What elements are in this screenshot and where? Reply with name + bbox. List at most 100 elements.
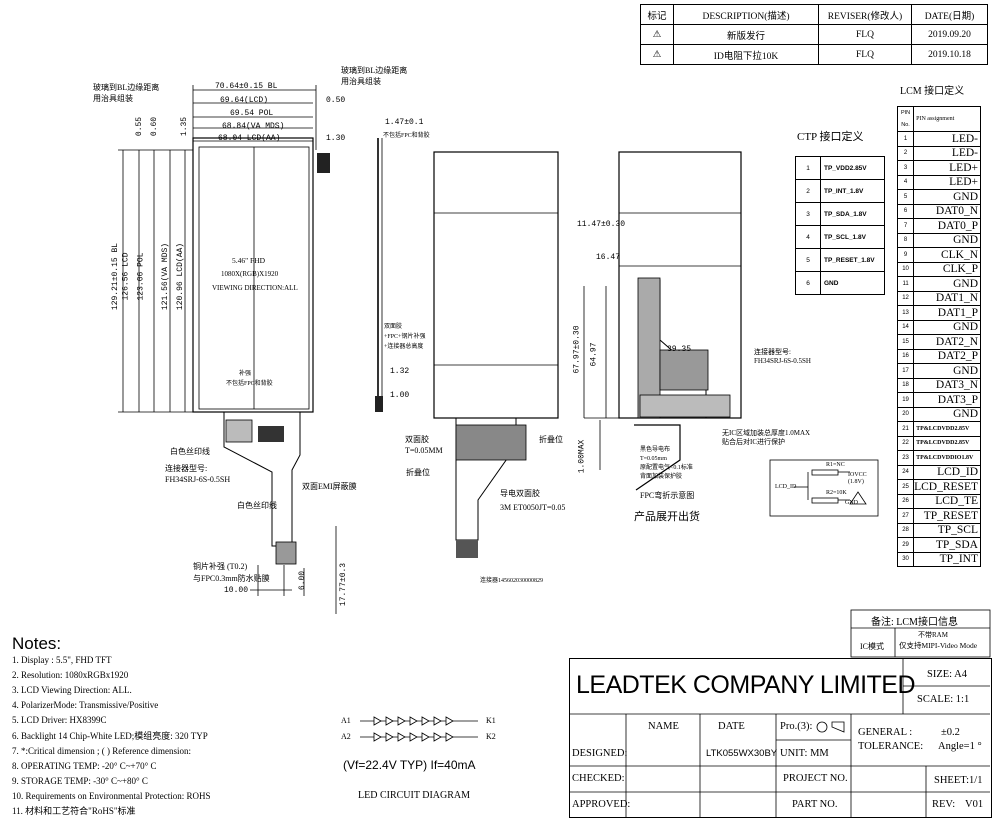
general-value: ±0.2: [941, 727, 960, 738]
led-a1: A1: [341, 716, 351, 725]
pin-signal: DAT0_N: [913, 203, 981, 219]
dim-100: 1.00: [390, 391, 410, 400]
pin-signal: LED+: [913, 160, 981, 176]
pin-signal: DAT3_N: [913, 377, 981, 393]
rev-row-date: 2019.10.18: [911, 44, 988, 65]
pin-number: 1: [896, 131, 915, 147]
dim-bl-width: 70.64±0.15 BL: [215, 82, 278, 91]
id-r1: R1=NC: [826, 462, 845, 468]
pin-number: 26: [896, 493, 915, 509]
pin-number: 7: [896, 218, 915, 234]
pin-number: 5: [896, 189, 915, 205]
checked-label: CHECKED:: [572, 773, 625, 784]
pin-number: 8: [896, 232, 915, 248]
pin-signal: TP_RESET: [913, 508, 981, 524]
pin-signal: TP_INT: [913, 551, 981, 567]
note-ring: 无IC区域加装总厚度1.0MAX 贴合后对IC进行保护: [722, 429, 811, 446]
rev-label: REV:: [932, 799, 956, 810]
note-item: 4. PolarizerMode: Transmissive/Positive: [12, 700, 159, 711]
label-stiffener: 铜片补强 (T0.2) 与FPC0.3mm防水贴膜: [193, 562, 270, 583]
note-item: 11. 材料和工艺符合"RoHS"标准: [12, 806, 136, 817]
label-connector-model: 连接器型号: FH34SRJ-6S-0.5SH: [165, 464, 231, 484]
label-fpc-bend: FPC弯折示意图: [640, 491, 695, 500]
pin-signal: GND: [913, 276, 981, 292]
label-connector-2: 连接器145602030000829: [480, 578, 544, 584]
pin-number: 4: [896, 174, 915, 190]
label-conductive-tape: 导电双面胶: [500, 489, 540, 498]
pin-signal: GND: [913, 232, 981, 248]
pin-header-assign: PIN assignment: [913, 106, 981, 132]
note-item: 6. Backlight 14 Chip-White LED;模组亮度: 320…: [12, 730, 208, 741]
remark-ram: 不带RAM: [918, 631, 948, 639]
pin-signal: DAT1_P: [913, 305, 981, 321]
corner-mark: [317, 153, 330, 173]
id-iovcc: IOVCC (1.8V): [848, 472, 867, 485]
sheet-number: SHEET:1/1: [934, 775, 983, 786]
pin-number: 11: [896, 276, 915, 292]
dim-6497: 64.97: [589, 342, 599, 367]
dim-1777: 17.77±0.3: [339, 562, 349, 607]
dim-132: 1.32: [390, 367, 410, 376]
pin-number: 2: [896, 145, 915, 161]
pin-signal: GND: [913, 406, 981, 422]
label-double-tape: 双面胶 T=0.05MM: [405, 435, 443, 455]
dim-130: 1.30: [326, 134, 346, 143]
pin-number: 14: [896, 319, 915, 335]
ctp-pin-number: 4: [795, 225, 821, 249]
back-panel-1: [433, 151, 559, 419]
id-gnd: GND: [845, 500, 858, 506]
pin-signal: TP_SDA: [913, 537, 981, 553]
dim-pol-height: 123.06 POL: [136, 252, 146, 301]
pin-number: 17: [896, 363, 915, 379]
pin-signal: CLK_N: [913, 247, 981, 263]
label-fold-2: 折叠位: [539, 435, 563, 444]
pin-signal: GND: [913, 319, 981, 335]
warning-triangle-icon: ⚠: [640, 44, 674, 65]
note-item: 5. LCD Driver: HX8399C: [12, 715, 107, 726]
dim-135: 1.35: [180, 116, 190, 137]
approved-label: APPROVED:: [572, 799, 631, 810]
rev-row-desc: ID电阻下拉10K: [673, 44, 819, 65]
ctp-pin-number: 2: [795, 179, 821, 203]
dim-lcd-height: 126.56 LCD: [121, 252, 131, 301]
pin-signal: TP_SCL: [913, 522, 981, 538]
note-item: 10. Requirements on Environmental Protec…: [12, 790, 211, 801]
rev-row-date: 2019.09.20: [911, 24, 988, 45]
dim-aa-width: 68.04 LCD(AA): [218, 134, 281, 143]
pin-header-no: PIN No.: [896, 106, 915, 132]
dim-1647: 16.47: [596, 253, 621, 262]
dim-va-width: 68.84(VA MDS): [222, 122, 285, 131]
drawing-scale: SCALE: 1:1: [917, 694, 970, 705]
pin-number: 18: [896, 377, 915, 393]
pin-number: 19: [896, 392, 915, 408]
label-white-silkscreen: 白色丝印线: [170, 447, 210, 456]
label-glass-distance-2: 玻璃到BL边缘距离 用治具组装: [341, 66, 408, 86]
rev-header-date: DATE(日期): [911, 4, 988, 25]
dim-va-height: 121.56(VA MDS): [161, 242, 171, 311]
led-k1: K1: [486, 716, 496, 725]
col-date: DATE: [718, 721, 745, 732]
